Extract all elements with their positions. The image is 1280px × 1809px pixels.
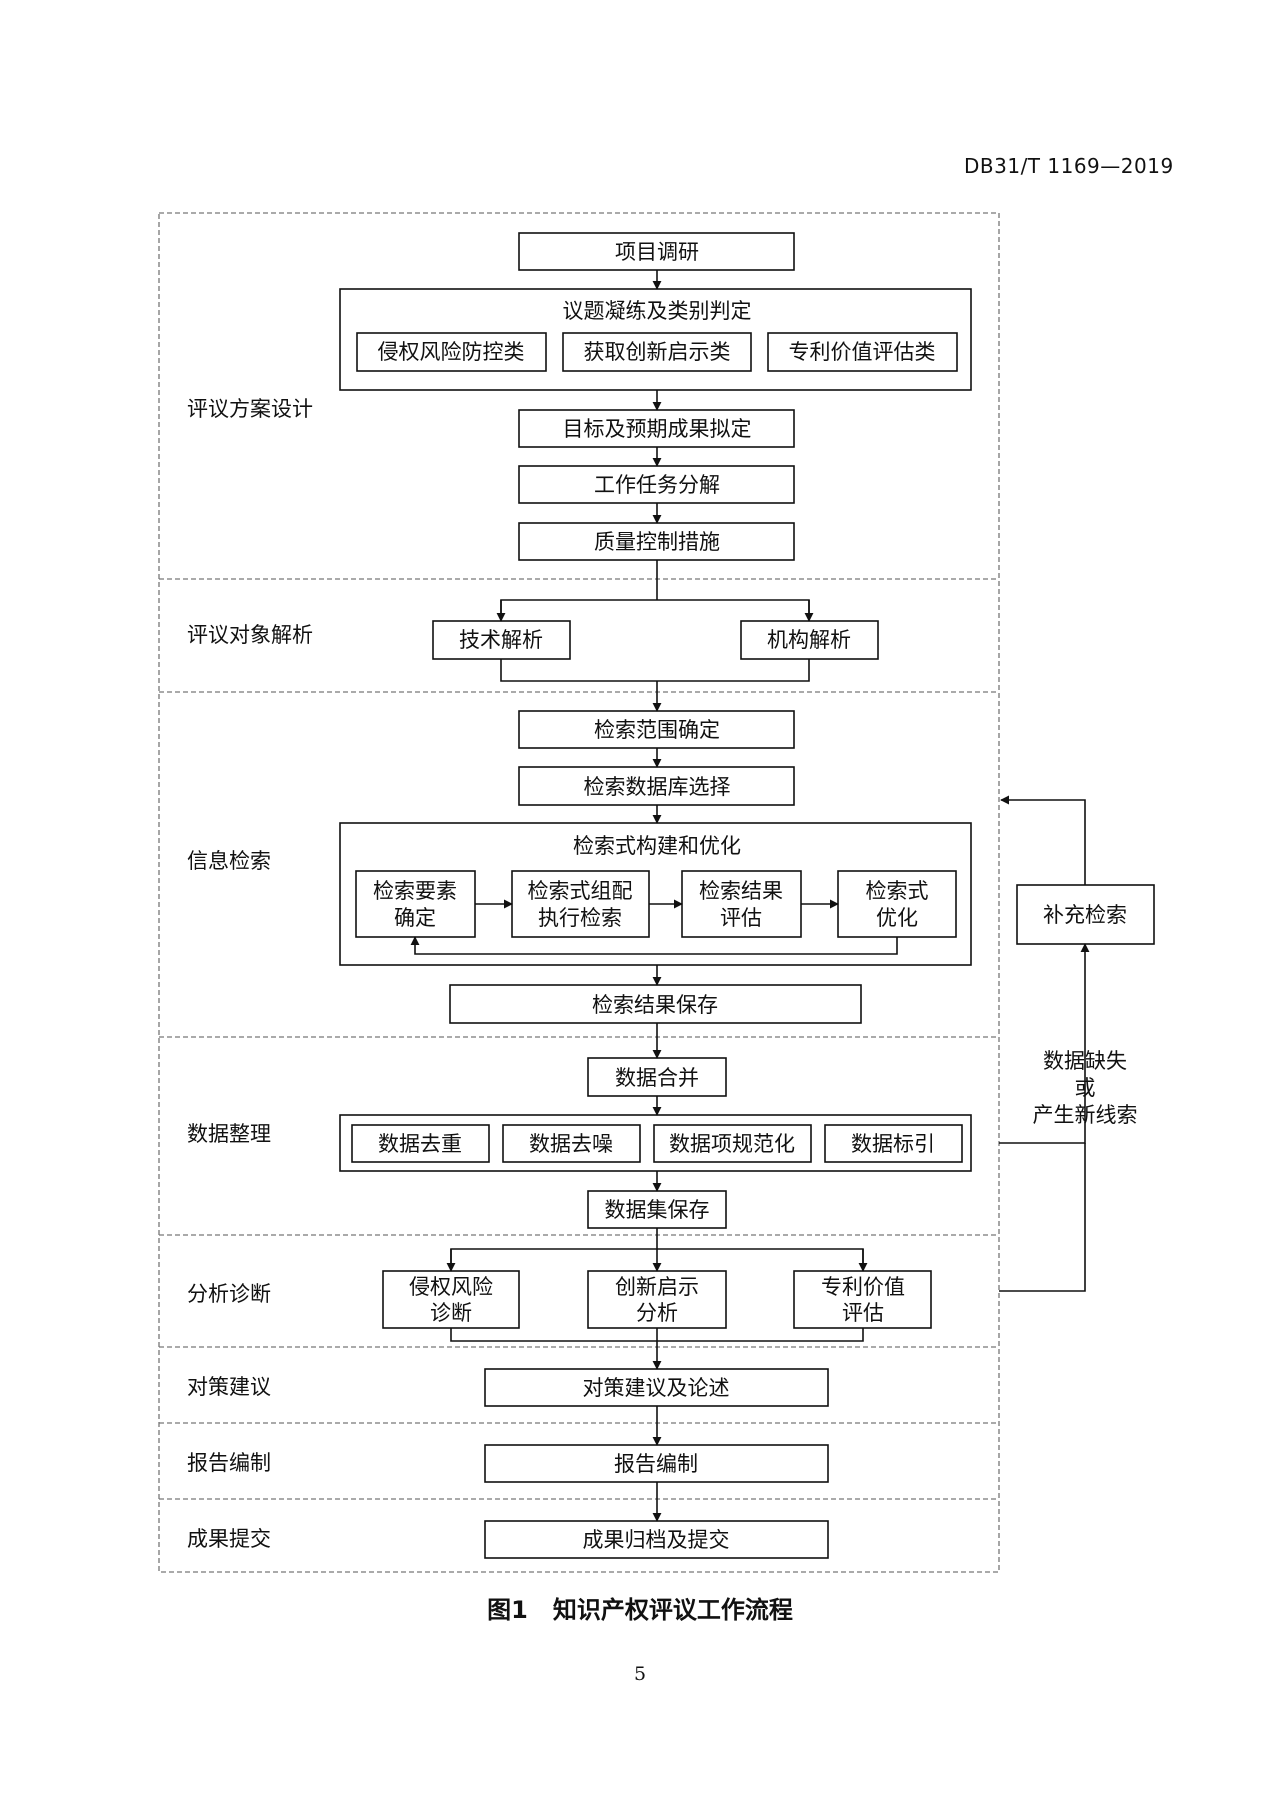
label-denoise: 数据去噪 (529, 1132, 613, 1156)
label-topic-innovation: 获取创新启示类 (584, 340, 731, 364)
stage-label-strategy: 对策建议 (187, 1375, 271, 1399)
box-survey (518, 232, 795, 271)
label-dataset: 数据集保存 (605, 1198, 710, 1222)
loop-arrow (410, 936, 898, 955)
box-normalize (653, 1124, 812, 1163)
label-supplement: 补充检索 (1043, 903, 1127, 927)
stage-bands (158, 212, 1000, 1573)
label-topic-risk: 侵权风险防控类 (378, 340, 525, 364)
feedback-connector (999, 1143, 1086, 1292)
label-risk-diag-2: 诊断 (430, 1301, 472, 1325)
label-query-group: 检索式构建和优化 (573, 834, 741, 858)
connector (500, 599, 810, 621)
label-task: 工作任务分解 (594, 473, 720, 497)
box-tech (432, 620, 571, 660)
box-dedup (351, 1124, 490, 1163)
label-index: 数据标引 (851, 1132, 935, 1156)
label-merge: 数据合并 (615, 1066, 699, 1090)
box-supplement (1016, 884, 1155, 945)
box-topic-innovation (562, 332, 752, 372)
label-countermeasure: 对策建议及论述 (583, 1376, 730, 1400)
supplement-arrow (1000, 795, 1086, 885)
label-normalize: 数据项规范化 (669, 1132, 795, 1156)
label-optimize-2: 优化 (876, 906, 918, 930)
label-dedup: 数据去重 (378, 1132, 462, 1156)
box-scope (518, 710, 795, 749)
label-archive: 成果归档及提交 (583, 1528, 730, 1552)
label-value-eval-2: 评估 (842, 1301, 884, 1325)
stage-label-delivery: 成果提交 (187, 1527, 271, 1551)
box-save-results (449, 984, 862, 1024)
box-topic-risk (356, 332, 547, 372)
label-evaluate-1: 检索结果 (699, 879, 783, 903)
label-execute-2: 执行检索 (538, 906, 622, 930)
box-database (518, 766, 795, 806)
stage-label-report: 报告编制 (187, 1451, 271, 1475)
label-goal: 目标及预期成果拟定 (563, 417, 752, 441)
label-risk-diag-1: 侵权风险 (409, 1275, 493, 1299)
label-innov-analysis-2: 分析 (636, 1301, 678, 1325)
label-tech: 技术解析 (459, 628, 543, 652)
stage-label-design: 评议方案设计 (187, 397, 313, 421)
stage-frame (158, 212, 1000, 1573)
box-denoise (502, 1124, 641, 1163)
label-topic-group: 议题凝练及类别判定 (563, 299, 752, 323)
box-index (824, 1124, 963, 1163)
box-evaluate (681, 870, 802, 938)
label-feedback-2: 或 (1075, 1076, 1096, 1100)
stage-label-retrieval: 信息检索 (187, 849, 271, 873)
label-scope: 检索范围确定 (594, 718, 720, 742)
label-innov-analysis-1: 创新启示 (615, 1275, 699, 1299)
box-countermeasure (484, 1368, 829, 1407)
label-execute-1: 检索式组配 (528, 879, 633, 903)
label-feedback-1: 数据缺失 (1043, 1049, 1127, 1073)
label-save-results: 检索结果保存 (592, 993, 718, 1017)
label-value-eval-1: 专利价值 (821, 1275, 905, 1299)
label-optimize-1: 检索式 (866, 879, 929, 903)
box-innov-analysis (587, 1270, 727, 1329)
label-feedback-3: 产生新线索 (1033, 1103, 1138, 1127)
label-topic-value: 专利价值评估类 (789, 340, 936, 364)
document-number: DB31/T 1169—2019 (964, 154, 1174, 178)
label-element-2: 确定 (394, 906, 436, 930)
connector (500, 659, 810, 682)
page-number: 5 (633, 1663, 647, 1685)
stage-label-object: 评议对象解析 (187, 623, 313, 647)
label-element-1: 检索要素 (373, 879, 457, 903)
label-database: 检索数据库选择 (584, 775, 731, 799)
box-dataset (587, 1190, 727, 1229)
stage-label-analysis: 分析诊断 (187, 1282, 271, 1306)
label-survey: 项目调研 (615, 240, 699, 264)
label-org: 机构解析 (767, 628, 851, 652)
label-evaluate-2: 评估 (720, 906, 762, 930)
box-archive (484, 1520, 829, 1559)
label-report: 报告编制 (614, 1452, 698, 1476)
box-element (355, 870, 476, 938)
box-topic-value (767, 332, 958, 372)
box-merge (587, 1057, 727, 1097)
stage-label-organize: 数据整理 (187, 1122, 271, 1146)
figure-caption: 图1 知识产权评议工作流程 (487, 1596, 793, 1624)
label-quality: 质量控制措施 (594, 530, 720, 554)
